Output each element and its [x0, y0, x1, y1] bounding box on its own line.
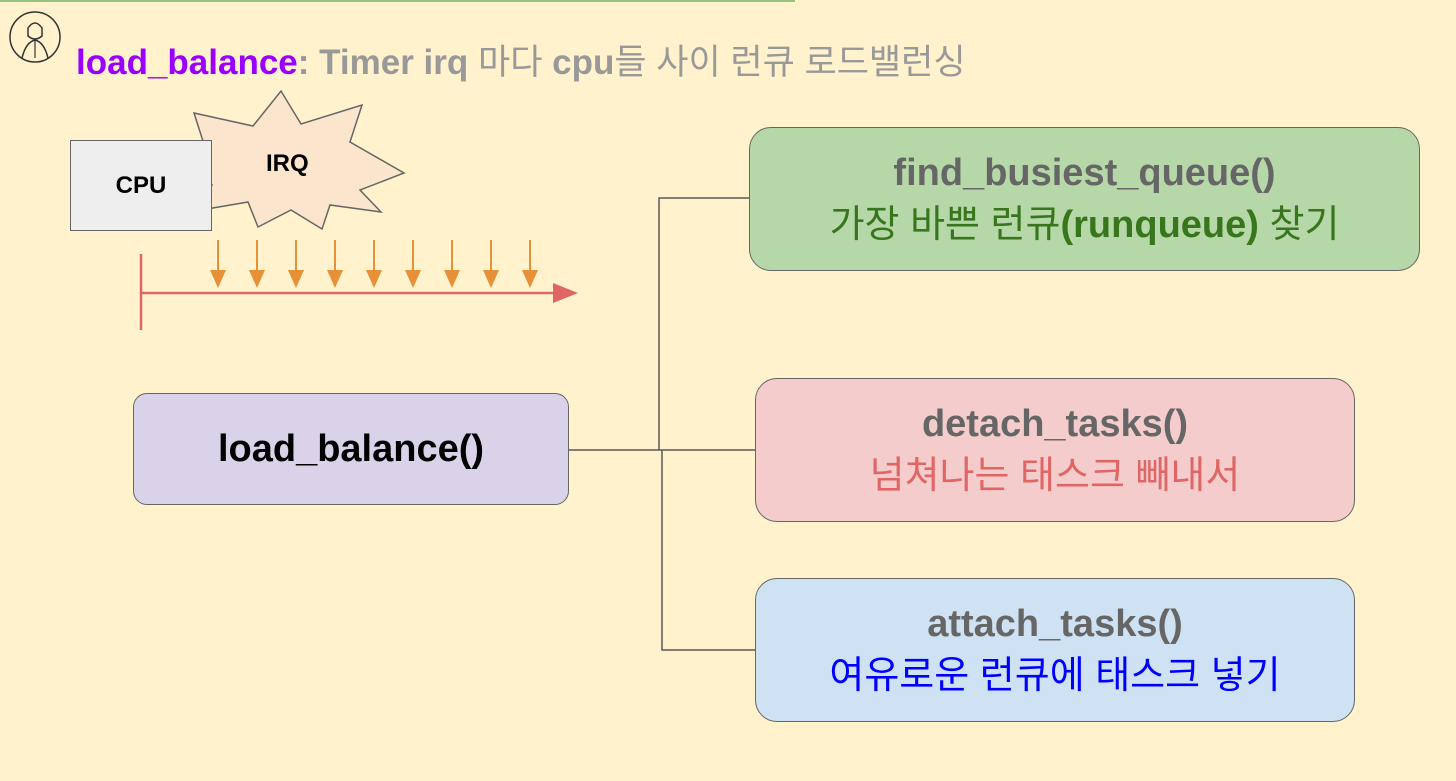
- irq-label: IRQ: [266, 150, 309, 177]
- title-korean-2: 들 사이 런큐 로드밸런싱: [614, 43, 966, 82]
- connector-to-find: [658, 197, 749, 450]
- title-keyword: load_balance: [76, 43, 298, 82]
- cpu-label: CPU: [115, 171, 167, 199]
- author-logo-icon: [9, 11, 61, 63]
- irq-burst-shape: [175, 89, 406, 231]
- timer-tick-arrows: [210, 240, 538, 288]
- cpu-node: CPU: [70, 140, 212, 231]
- detach-tasks-node: detach_tasks() 넘쳐나는 태스크 빼내서: [755, 378, 1355, 522]
- attach-tasks-desc: 여유로운 런큐에 태스크 넣기: [829, 655, 1281, 697]
- page-title: load_balance: Timer irq 마다 cpu들 사이 런큐 로드…: [76, 34, 966, 85]
- title-colon: :: [297, 43, 310, 82]
- load-balance-node: load_balance(): [133, 393, 569, 505]
- title-korean-1: 마다: [478, 43, 543, 82]
- find-busiest-queue-node: find_busiest_queue() 가장 바쁜 런큐(runqueue) …: [749, 127, 1420, 271]
- find-desc-bold: (runqueue): [1060, 204, 1259, 246]
- find-desc-post: 찾기: [1258, 204, 1340, 246]
- load-balance-label: load_balance(): [217, 427, 485, 470]
- detach-tasks-fn: detach_tasks(): [921, 403, 1189, 445]
- attach-tasks-node: attach_tasks() 여유로운 런큐에 태스크 넣기: [755, 578, 1355, 722]
- connector-to-attach: [661, 450, 755, 651]
- find-busiest-queue-desc: 가장 바쁜 런큐(runqueue) 찾기: [830, 199, 1340, 251]
- connector-lines: [569, 197, 755, 651]
- attach-tasks-fn: attach_tasks(): [927, 603, 1183, 645]
- find-busiest-queue-fn: find_busiest_queue(): [893, 152, 1276, 194]
- find-desc-pre: 가장 바쁜 런큐: [829, 204, 1061, 246]
- top-divider-line: [0, 0, 795, 2]
- title-latin-2: cpu: [542, 43, 615, 82]
- title-latin: Timer irq: [309, 43, 478, 82]
- detach-tasks-desc: 넘쳐나는 태스크 빼내서: [869, 455, 1241, 497]
